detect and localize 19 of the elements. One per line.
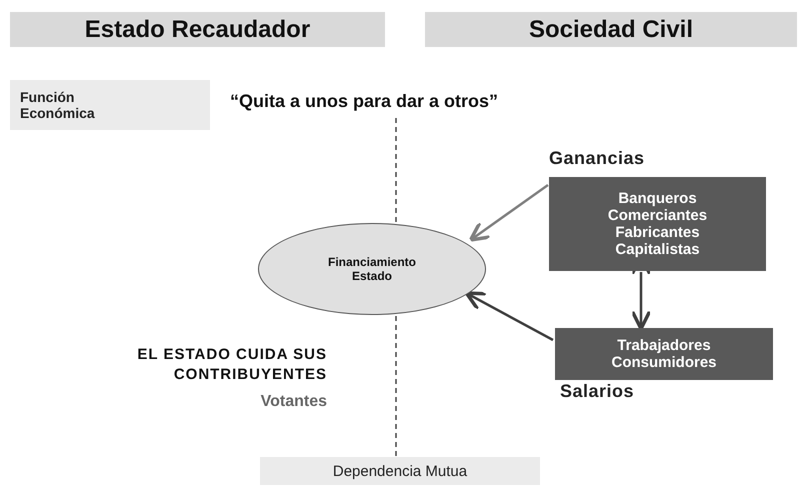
note-text: Votantes (260, 392, 327, 412)
header-band (425, 12, 797, 47)
node-text: Banqueros Comerciantes Fabricantes Capitalistas (606, 190, 708, 258)
node-text: Sociedad Civil (528, 16, 694, 44)
label-box (260, 457, 540, 485)
group-box (555, 328, 773, 380)
arrow (464, 291, 554, 342)
caption-text: Salarios (560, 381, 634, 402)
quote-text: “Quita a unos para dar a otros” (230, 90, 500, 113)
arrow (468, 184, 549, 242)
statement-text: EL ESTADO CUIDA SUS CONTRIBUYENTES (136, 345, 327, 384)
node-text: Trabajadores Consumidores (610, 337, 718, 371)
header-band (10, 12, 385, 47)
node-text: Dependencia Mutua (332, 462, 468, 480)
node-text: Financiamiento Estado (326, 255, 417, 283)
node-text: Función Económica (20, 89, 96, 121)
caption-text: Ganancias (549, 148, 645, 169)
node-text: Estado Recaudador (84, 16, 310, 44)
group-box (549, 177, 766, 271)
